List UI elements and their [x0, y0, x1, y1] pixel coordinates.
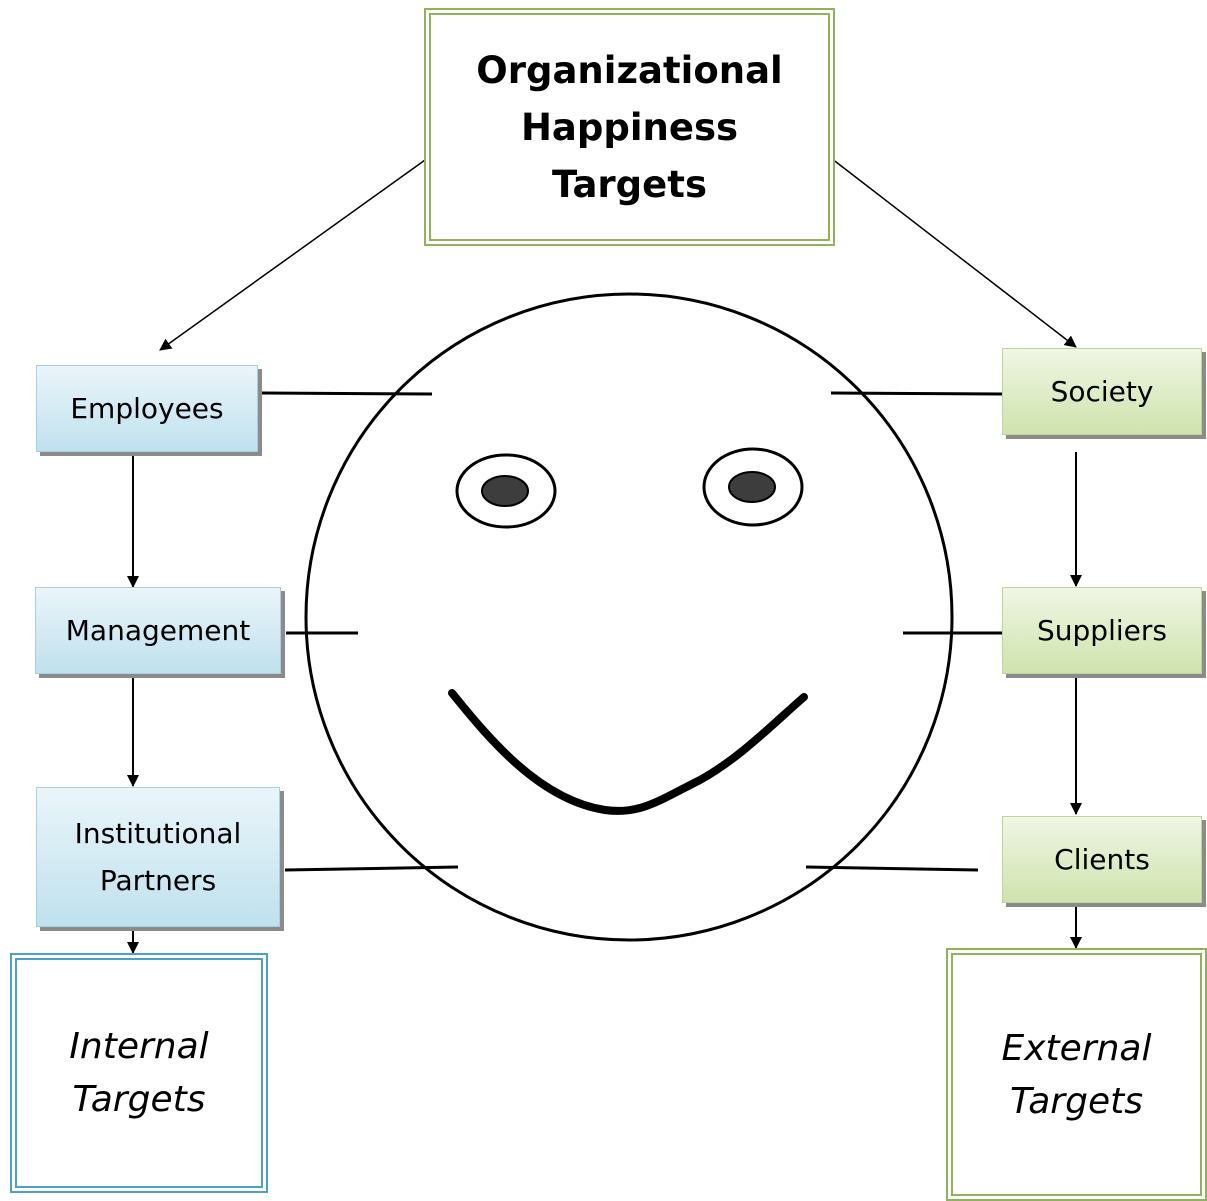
- internal-targets-label: Internal Targets: [69, 1026, 209, 1120]
- node-employees-label: Employees: [70, 392, 224, 425]
- node-clients-label: Clients: [1054, 843, 1150, 876]
- external-targets-box: External Targets: [946, 948, 1207, 1201]
- right-pupil: [728, 471, 776, 503]
- node-society: Society: [1002, 348, 1202, 435]
- node-management: Management: [35, 587, 281, 674]
- node-institutional-partners-label: Institutional Partners: [74, 817, 242, 897]
- node-employees: Employees: [36, 365, 258, 452]
- arrow-title-to-society: [826, 154, 1077, 348]
- node-management-label: Management: [65, 614, 251, 647]
- left-pupil: [481, 475, 529, 507]
- smile-mouth: [448, 689, 808, 815]
- node-suppliers: Suppliers: [1002, 587, 1202, 674]
- connector-society: [830, 391, 1003, 396]
- title-label: Organizational Happiness Targets: [476, 48, 783, 206]
- node-institutional-partners: Institutional Partners: [36, 787, 280, 927]
- arrow-title-to-employees: [159, 154, 433, 351]
- internal-targets-box: Internal Targets: [10, 953, 268, 1193]
- node-clients: Clients: [1002, 816, 1202, 903]
- face-outline: [304, 292, 954, 942]
- connector-clients: [805, 865, 979, 872]
- smiley-face: [304, 292, 954, 942]
- node-society-label: Society: [1050, 375, 1154, 408]
- node-suppliers-label: Suppliers: [1037, 614, 1167, 647]
- connector-institutional: [284, 865, 459, 872]
- external-targets-label: External Targets: [1001, 1027, 1152, 1122]
- title-box: Organizational Happiness Targets: [424, 8, 835, 246]
- connector-employees: [261, 391, 433, 396]
